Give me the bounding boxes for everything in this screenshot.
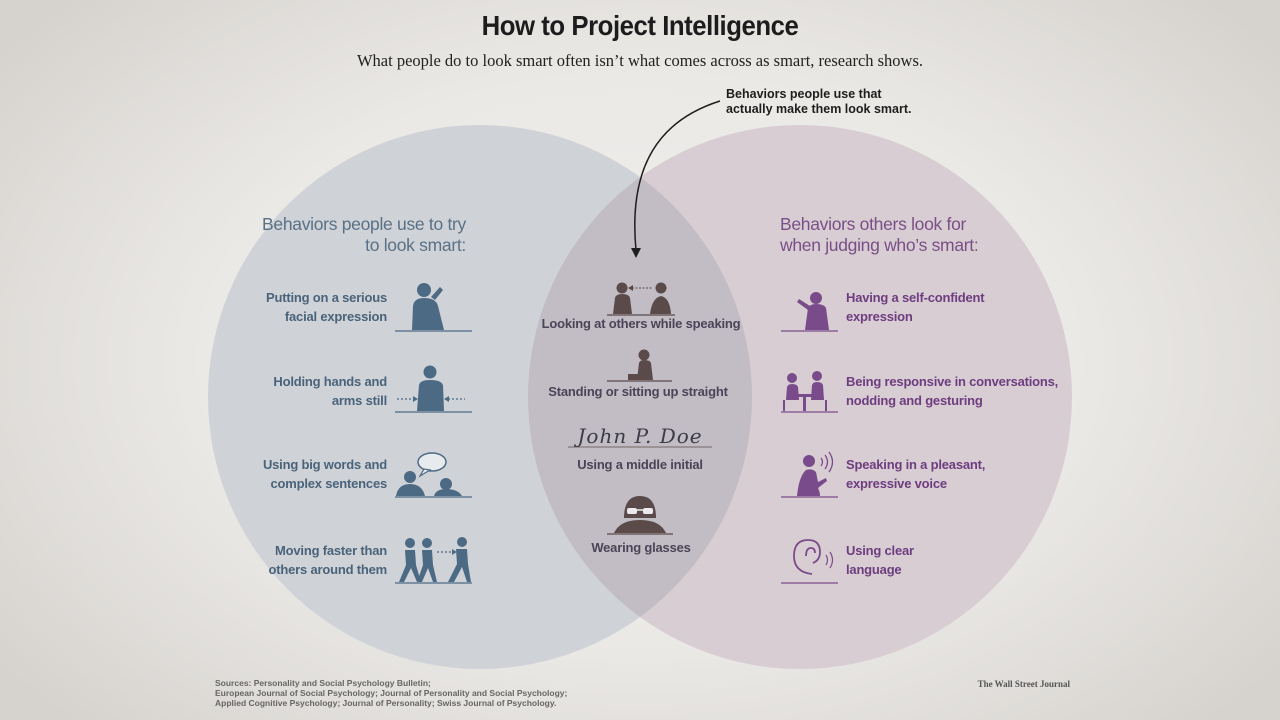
left-item-label-line2: others around them xyxy=(268,562,388,577)
left-item-moving-faster: Moving faster than others around them xyxy=(237,541,388,579)
conversation-icon xyxy=(781,371,838,413)
left-heading-line2: to look smart: xyxy=(365,235,466,255)
right-item-label-line1: Using clear xyxy=(846,543,914,558)
left-heading-line1: Behaviors people use to try xyxy=(262,214,466,234)
left-heading: Behaviors people use to try to look smar… xyxy=(210,214,466,256)
center-item-glasses: Wearing glasses xyxy=(591,540,691,555)
signature-sample: John P. Doe xyxy=(577,424,703,448)
page-subtitle: What people do to look smart often isn’t… xyxy=(356,51,924,70)
right-heading: Behaviors others look for when judging w… xyxy=(780,214,1060,256)
left-item-label-line2: complex sentences xyxy=(270,476,387,491)
right-item-clear-language: Using clear language xyxy=(846,541,1076,579)
walking-people-icon xyxy=(395,537,472,584)
left-item-label-line1: Moving faster than xyxy=(275,543,387,558)
sources-line2: European Journal of Social Psychology; J… xyxy=(215,688,568,698)
confident-person-icon xyxy=(781,292,838,332)
right-heading-line1: Behaviors others look for xyxy=(780,214,967,234)
glasses-icon xyxy=(607,496,673,535)
right-item-confident: Having a self-confident expression xyxy=(846,288,1076,326)
sources-note: Sources: Personality and Social Psycholo… xyxy=(215,678,575,708)
upright-posture-icon xyxy=(607,349,672,382)
ear-icon xyxy=(781,539,838,584)
serious-face-icon xyxy=(395,283,472,332)
center-item-middle-initial: Using a middle initial xyxy=(577,457,703,472)
right-item-label-line1: Speaking in a pleasant, xyxy=(846,457,986,472)
center-item-posture: Standing or sitting up straight xyxy=(548,384,728,399)
left-item-big-words: Using big words and complex sentences xyxy=(237,455,387,493)
right-item-label-line1: Having a self-confident xyxy=(846,290,985,305)
right-heading-line2: when judging who’s smart: xyxy=(780,235,979,255)
sources-line3: Applied Cognitive Psychology; Journal of… xyxy=(215,698,557,708)
speech-bubble-icon xyxy=(395,452,472,498)
annotation-arrow xyxy=(634,100,721,251)
right-item-label-line2: language xyxy=(846,562,902,577)
eye-contact-icon xyxy=(607,282,675,316)
left-item-label-line1: Putting on a serious xyxy=(266,290,387,305)
speaking-voice-icon xyxy=(781,451,838,498)
right-item-pleasant-voice: Speaking in a pleasant, expressive voice xyxy=(846,455,1076,493)
annotation-line2: actually make them look smart. xyxy=(726,102,912,116)
page-title: How to Project Intelligence xyxy=(481,10,799,41)
left-item-still-hands: Holding hands and arms still xyxy=(237,372,387,410)
right-item-responsive: Being responsive in conversations, noddi… xyxy=(846,372,1076,410)
right-item-label-line1: Being responsive in conversations, xyxy=(846,374,1059,389)
right-item-label-line2: expression xyxy=(846,309,913,324)
annotation-line1: Behaviors people use that xyxy=(726,87,882,101)
left-item-label-line2: arms still xyxy=(331,393,387,408)
center-item-eye-contact: Looking at others while speaking xyxy=(541,316,741,331)
left-item-label-line1: Holding hands and xyxy=(273,374,387,389)
right-item-label-line2: expressive voice xyxy=(846,476,947,491)
credit-line: The Wall Street Journal xyxy=(977,679,1070,689)
left-item-label-line2: facial expression xyxy=(284,309,387,324)
sources-line1: Sources: Personality and Social Psycholo… xyxy=(215,678,431,688)
arrowhead-icon xyxy=(631,248,641,258)
right-item-label-line2: nodding and gesturing xyxy=(846,393,983,408)
left-item-label-line1: Using big words and xyxy=(262,457,387,472)
left-item-serious-expression: Putting on a serious facial expression xyxy=(237,288,387,326)
annotation-callout: Behaviors people use that actually make … xyxy=(726,87,946,117)
still-arms-icon xyxy=(395,365,472,413)
